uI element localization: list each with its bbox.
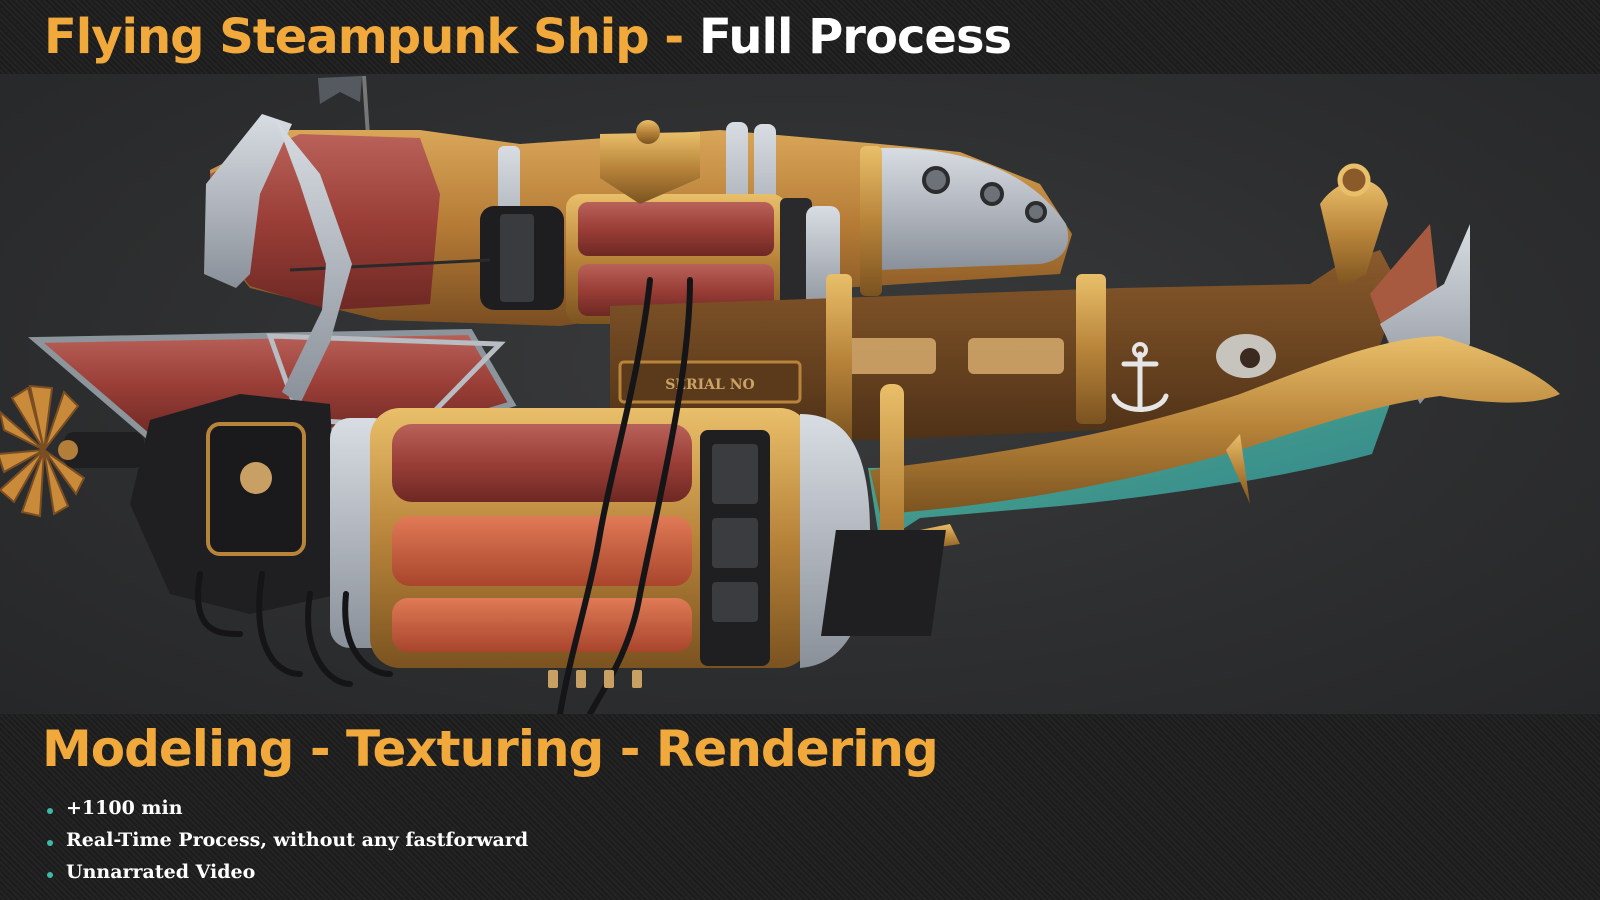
feature-text: Unnarrated Video [66,861,256,883]
list-item: Unnarrated Video [44,856,528,888]
steampunk-ship-render: SERIAL NO [0,75,1560,714]
process-subtitle: Modeling - Texturing - Rendering [42,720,939,778]
bullet-dot-icon [47,808,53,814]
feature-list: +1100 min Real-Time Process, without any… [44,792,528,888]
page-title: Flying Steampunk Ship - Full Process [44,4,1012,70]
list-item: +1100 min [44,792,528,824]
header-bar: Flying Steampunk Ship - Full Process [0,0,1600,74]
title-highlight: Full Process [698,9,1012,65]
feature-text: Real-Time Process, without any fastforwa… [66,829,529,851]
feature-text: +1100 min [66,797,183,819]
serial-plate-text: SERIAL NO [665,377,755,393]
render-stage: SERIAL NO [0,74,1600,714]
bullet-dot-icon [47,840,53,846]
list-item: Real-Time Process, without any fastforwa… [44,824,528,856]
bullet-dot-icon [47,872,53,878]
footer-bar: Modeling - Texturing - Rendering +1100 m… [0,714,1600,900]
title-accent: Flying Steampunk Ship - [44,9,699,65]
